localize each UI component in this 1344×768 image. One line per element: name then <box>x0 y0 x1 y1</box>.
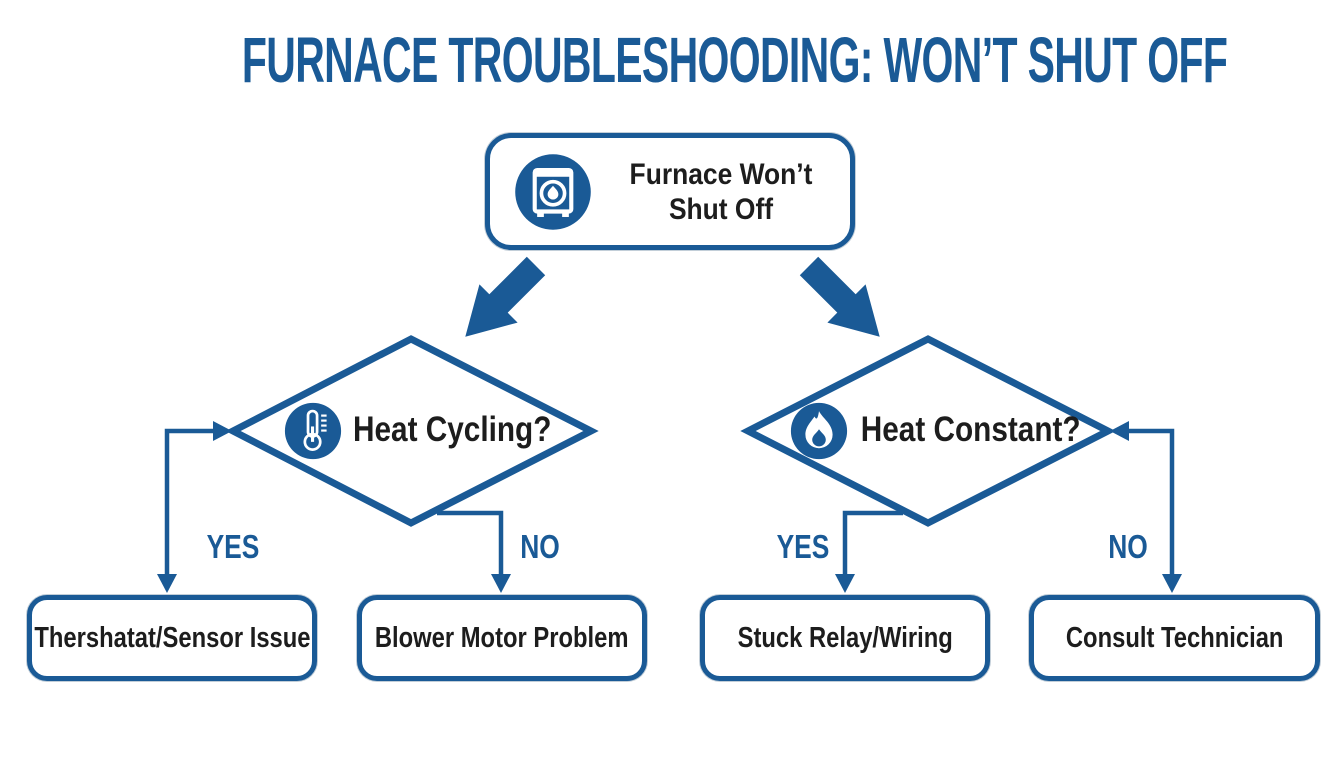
outcome-label: Blower Motor Problem <box>375 621 629 654</box>
block-arrow-left <box>465 256 546 337</box>
thermometer-icon <box>284 402 342 460</box>
start-node: Furnace Won’t Shut Off <box>485 133 855 250</box>
decision-diamond-heat-constant <box>740 335 1116 527</box>
flame-icon <box>790 402 848 460</box>
branch-label-left-yes: YES <box>206 528 260 565</box>
branch-label-right-no: NO <box>1108 528 1148 565</box>
furnace-icon <box>515 153 591 230</box>
outcome-node-blower-motor: Blower Motor Problem <box>357 595 647 681</box>
arrowhead-into-left-diamond <box>213 421 232 441</box>
arrowhead-outcome-3 <box>835 574 855 593</box>
arrowhead-outcome-4 <box>1162 574 1182 593</box>
branch-label-left-no: NO <box>520 528 560 565</box>
connector-left-no <box>437 510 504 586</box>
outcome-node-thermostat-sensor: Thershatat/Sensor Issue <box>27 595 317 681</box>
decision-label-heat-constant: Heat Constant? <box>860 410 1081 449</box>
connector-right-no <box>1122 428 1175 586</box>
arrowhead-outcome-2 <box>491 574 511 593</box>
outcome-node-consult-technician: Consult Technician <box>1029 595 1320 681</box>
outcome-label: Consult Technician <box>1065 621 1284 654</box>
block-arrow-right <box>799 256 880 337</box>
arrowhead-outcome-1 <box>157 574 177 593</box>
outcome-node-stuck-relay: Stuck Relay/Wiring <box>700 595 990 681</box>
outcome-label: Thershatat/Sensor Issue <box>33 621 311 654</box>
page-title: FURNACE TROUBLESHOODING: WON’T SHUT OFF <box>241 24 1228 96</box>
connector-right-yes <box>842 510 903 586</box>
connector-left-yes <box>164 428 222 586</box>
start-node-label: Furnace Won’t Shut Off <box>629 157 813 226</box>
branch-label-right-yes: YES <box>776 528 830 565</box>
arrowhead-into-right-diamond <box>1110 421 1129 441</box>
outcome-label: Stuck Relay/Wiring <box>737 621 953 654</box>
decision-diamond-heat-cycling <box>225 335 599 527</box>
decision-label-heat-cycling: Heat Cycling? <box>353 410 552 449</box>
